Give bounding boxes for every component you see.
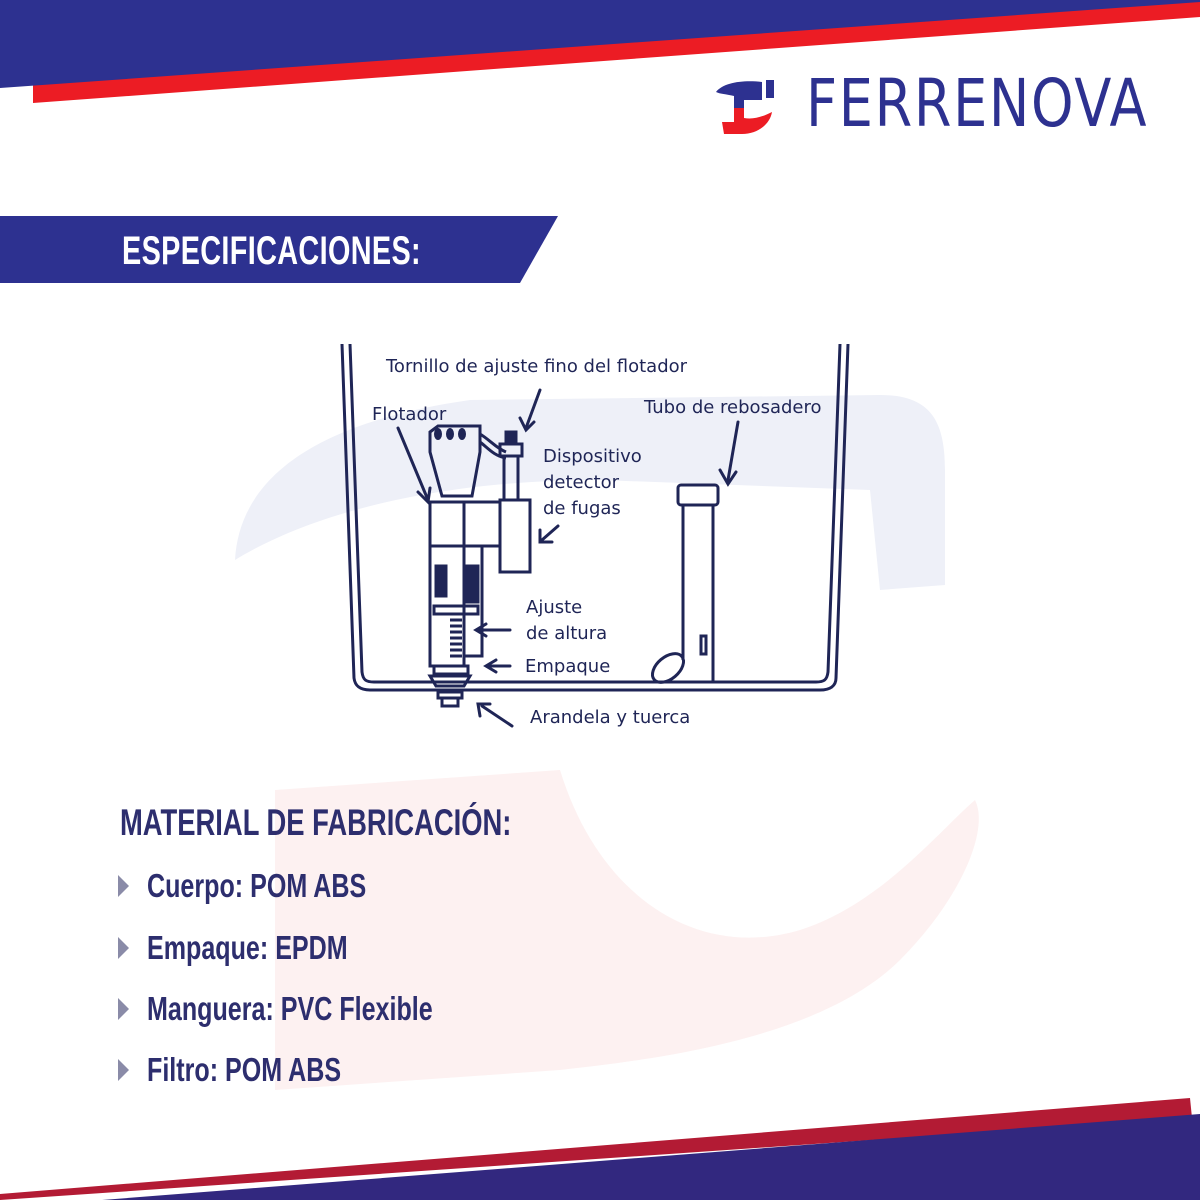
specs-banner-shape (0, 216, 558, 283)
top-stripe (0, 0, 1200, 103)
material-label: Manguera: PVC Flexible (147, 990, 433, 1027)
triangle-bullet-icon (118, 875, 129, 897)
triangle-bullet-icon (118, 1059, 129, 1081)
materials-heading: MATERIAL DE FABRICACIÓN: (120, 802, 512, 843)
brand-name: FERRENOVA (806, 65, 1149, 142)
material-item: Manguera: PVC Flexible (118, 987, 523, 1031)
label-ajuste-1: Ajuste (526, 597, 583, 618)
label-dispositivo-2: detector (543, 472, 619, 493)
material-label: Cuerpo: POM ABS (147, 867, 367, 904)
label-dispositivo-3: de fugas (543, 498, 621, 519)
label-flotador: Flotador (372, 404, 447, 425)
triangle-bullet-icon (118, 937, 129, 959)
label-ajuste-2: de altura (526, 623, 608, 644)
material-label: Empaque: EPDM (147, 929, 348, 966)
material-label: Filtro: POM ABS (147, 1051, 342, 1088)
label-empaque: Empaque (525, 656, 611, 677)
bottom-stripe (0, 1098, 1200, 1200)
material-item: Empaque: EPDM (118, 926, 411, 970)
specs-heading: ESPECIFICACIONES: (122, 229, 421, 273)
material-item: Filtro: POM ABS (118, 1048, 402, 1092)
label-dispositivo-1: Dispositivo (543, 446, 642, 467)
brand-logo: FERRENOVA (714, 65, 1147, 142)
hammer-icon (716, 80, 774, 134)
label-tubo: Tubo de rebosadero (644, 397, 822, 418)
material-item: Cuerpo: POM ABS (118, 864, 435, 908)
triangle-bullet-icon (118, 998, 129, 1020)
label-arandela: Arandela y tuerca (530, 707, 691, 728)
fill-valve-diagram (340, 343, 850, 728)
label-tornillo: Tornillo de ajuste fino del flotador (386, 356, 688, 377)
